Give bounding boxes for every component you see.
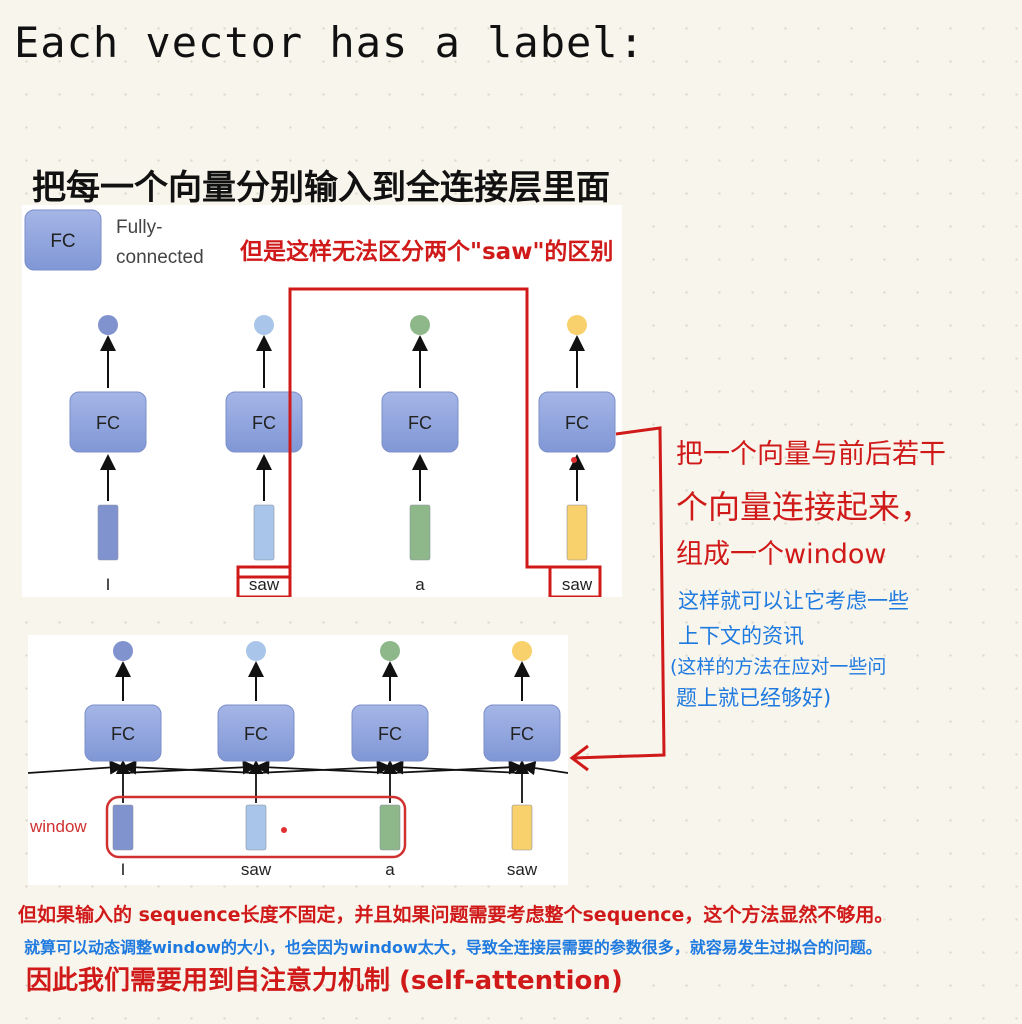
diagram2-column-4: FC saw [483, 641, 561, 879]
fc-label: FC [378, 724, 402, 744]
token-label: saw [241, 860, 272, 879]
legend-text-1: Fully- [116, 217, 162, 238]
diagram2-column-2: FC saw [217, 641, 295, 879]
input-vector [379, 804, 401, 851]
token-label: saw [562, 575, 593, 594]
note-blue-3: (这样的方法在应对一些问 [670, 656, 887, 678]
note-red-3: 组成一个window [676, 539, 887, 570]
output-dot [113, 641, 133, 661]
diagram2-column-1: FC I [84, 641, 162, 879]
window-box [105, 795, 407, 859]
diagram-window: FC I FC saw FC a FC saw window [27, 635, 569, 885]
fc-box [381, 391, 459, 453]
fc-box [351, 704, 429, 762]
fc-label: FC [96, 413, 120, 433]
note-blue-1: 这样就可以让它考虑一些 [678, 589, 909, 613]
footer-line-1: 但如果输入的 sequence长度不固定，并且如果问题需要考虑整个sequenc… [18, 904, 894, 926]
diagram-fc-per-vector: FC Fully- connected FC I FC saw FC a FC saw [22, 205, 622, 599]
output-dot [380, 641, 400, 661]
fc-box [69, 391, 147, 453]
legend-text-2: connected [116, 247, 204, 268]
footer-line-2: 就算可以动态调整window的大小，也会因为window太大，导致全连接层需要的… [24, 938, 882, 957]
note-blue-4: 题上就已经够好) [676, 686, 832, 710]
output-dot [98, 315, 118, 335]
connector-arrow [569, 426, 666, 772]
cursor-dot [281, 827, 287, 833]
input-vector [97, 504, 119, 561]
input-vector [253, 504, 275, 561]
diagram1-svg: FC Fully- connected FC I FC saw FC a FC saw [24, 209, 616, 599]
output-dot [410, 315, 430, 335]
token-label: saw [507, 860, 538, 879]
note-red-1: 把一个向量与前后若干 [676, 439, 946, 470]
token-label: I [106, 575, 111, 594]
note-blue-2: 上下文的资讯 [678, 624, 804, 648]
window-label: window [29, 817, 87, 836]
input-vector [409, 504, 431, 561]
fc-box [84, 704, 162, 762]
fc-label: FC [565, 413, 589, 433]
input-vector [566, 504, 588, 561]
token-label: a [385, 860, 395, 879]
connection-arrow [122, 760, 258, 775]
legend-fc-label: FC [50, 231, 75, 252]
input-vector [245, 804, 267, 851]
fc-box [225, 391, 303, 453]
input-vector [511, 804, 533, 851]
fc-box [483, 704, 561, 762]
diagram1-column-3: FC a [381, 315, 459, 594]
connection-arrow [520, 760, 569, 776]
fc-label: FC [111, 724, 135, 744]
fc-box [538, 391, 616, 453]
token-label: I [121, 860, 126, 879]
connection-arrow [27, 760, 125, 775]
fc-box [217, 704, 295, 762]
note-red-2: 个向量连接起来， [676, 488, 933, 526]
output-dot [567, 315, 587, 335]
input-vector [112, 804, 134, 851]
connection-arrow [255, 760, 392, 775]
output-dot [254, 315, 274, 335]
diagram1-column-2: FC saw [225, 315, 303, 594]
diagram2-column-3: FC a [351, 641, 429, 879]
section-subtitle: 把每一个向量分别输入到全连接层里面 [32, 168, 610, 208]
fc-label: FC [408, 413, 432, 433]
diagram1-column-4: FC saw [538, 315, 616, 594]
footer-line-3: 因此我们需要用到自注意力机制 (self-attention) [26, 966, 623, 996]
diagram1-column-1: FC I [69, 315, 147, 594]
window-connections [27, 759, 569, 803]
page-title: Each vector has a label: [14, 18, 645, 67]
cursor-dot [571, 457, 577, 463]
fc-label: FC [510, 724, 534, 744]
token-label: saw [249, 575, 280, 594]
annotation-saw: 但是这样无法区分两个"saw"的区别 [240, 239, 614, 265]
fc-label: FC [244, 724, 268, 744]
legend-fc: FC Fully- connected [24, 209, 204, 271]
fc-label: FC [252, 413, 276, 433]
diagram2-svg: FC I FC saw FC a FC saw window [27, 641, 569, 879]
output-dot [246, 641, 266, 661]
token-label: a [415, 575, 425, 594]
connection-arrow [389, 760, 524, 775]
output-dot [512, 641, 532, 661]
